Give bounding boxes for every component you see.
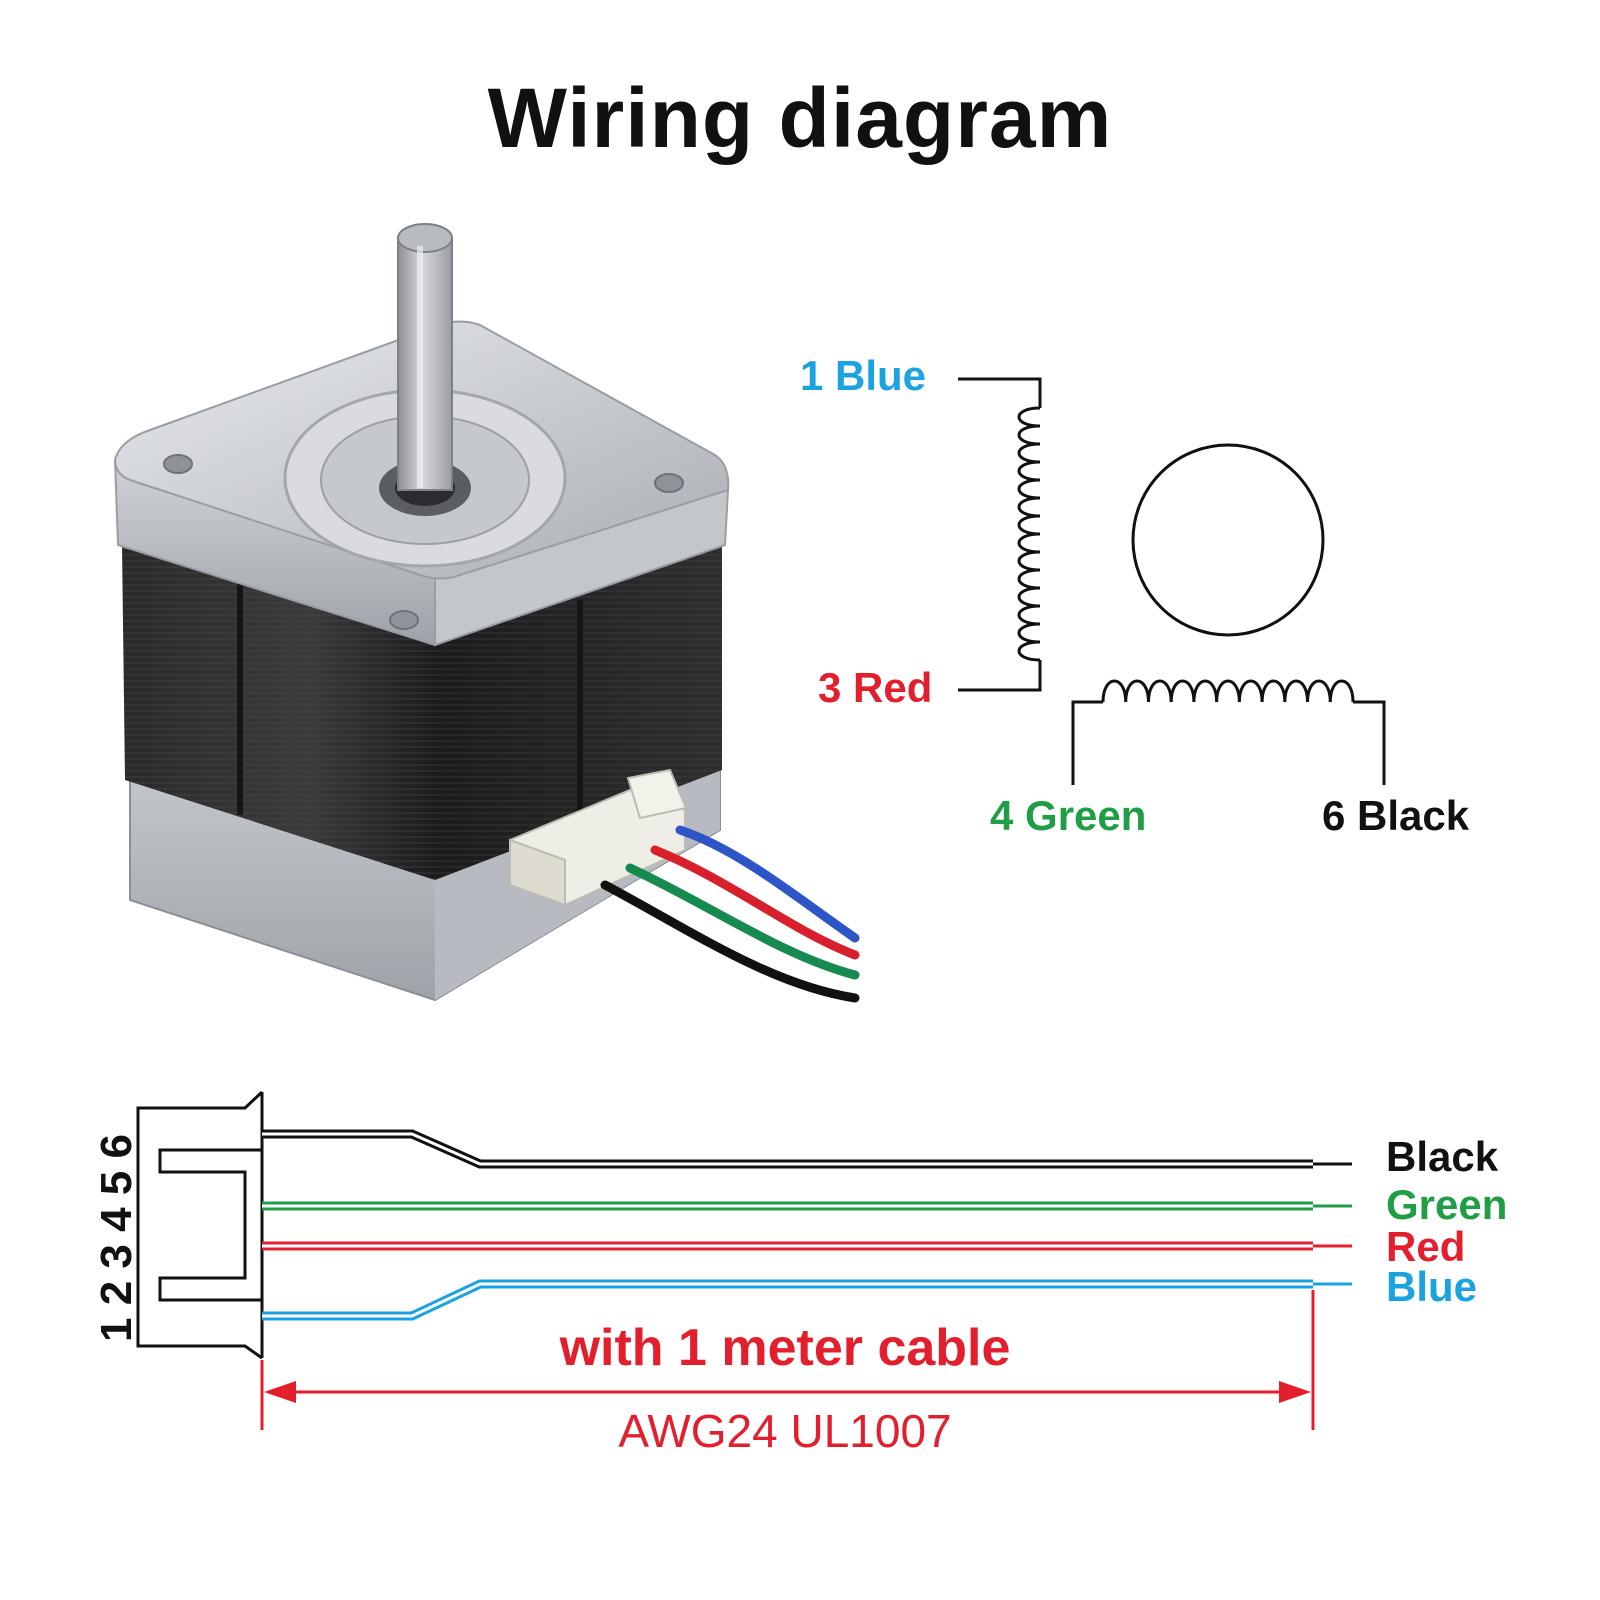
label-4-green: 4 Green bbox=[990, 792, 1147, 839]
coil-a-lead-bottom bbox=[958, 660, 1042, 692]
label-6-black: 6 Black bbox=[1322, 792, 1470, 839]
cable-spec: AWG24 UL1007 bbox=[618, 1405, 952, 1457]
coil-b-winding bbox=[1101, 679, 1355, 703]
coil-a-winding bbox=[1017, 406, 1041, 662]
wire-blue-inner bbox=[262, 1282, 1313, 1318]
cable-wires bbox=[262, 1129, 1352, 1321]
coil-schematic bbox=[958, 377, 1386, 785]
stepper-motor-image bbox=[113, 223, 860, 1003]
wire-label-green: Green bbox=[1386, 1181, 1508, 1228]
page-title: Wiring diagram bbox=[487, 71, 1113, 165]
coil-b-lead-right bbox=[1353, 700, 1386, 785]
wire-label-blue: Blue bbox=[1386, 1263, 1478, 1310]
cable-length-dimension bbox=[260, 1290, 1315, 1430]
coil-b-lead-left bbox=[1071, 700, 1103, 785]
rotor-symbol bbox=[1131, 443, 1325, 637]
wire-black-inner bbox=[262, 1132, 1313, 1166]
coil-a-lead-top bbox=[958, 377, 1042, 408]
cable-length-note: with 1 meter cable bbox=[559, 1319, 1011, 1377]
label-3-red: 3 Red bbox=[818, 664, 933, 711]
pin-numbers: 1 2 3 4 5 6 bbox=[92, 1134, 141, 1342]
label-1-blue: 1 Blue bbox=[800, 352, 927, 399]
wire-label-black: Black bbox=[1386, 1133, 1499, 1180]
wire-label-red: Red bbox=[1386, 1223, 1466, 1270]
